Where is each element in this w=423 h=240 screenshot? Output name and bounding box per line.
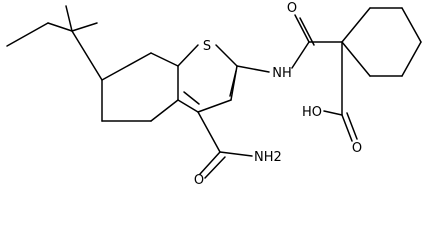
amide-oxygen-label: O [287,1,297,16]
acid-oxygen-label: O [352,141,362,156]
amino-label: NH2 [254,150,282,165]
thiophene-ring [177,44,238,113]
amide-nh-label: NH [272,66,292,81]
cyclohexene-ring [101,52,179,122]
carboxamide-group [197,111,253,179]
tert-pentyl-group [6,5,103,81]
hydroxyl-label: HO [302,105,322,120]
carboxylic-acid-group [323,41,358,142]
molecule-svg: S NH O O NH2 HO O [6,1,422,187]
structure-drawing: S NH O O NH2 HO O [6,1,422,187]
carboxamide-oxygen-label: O [194,173,204,187]
sulfur-label: S [203,39,211,54]
amide-linker [236,14,343,73]
cyclohexane-ring [341,7,422,77]
